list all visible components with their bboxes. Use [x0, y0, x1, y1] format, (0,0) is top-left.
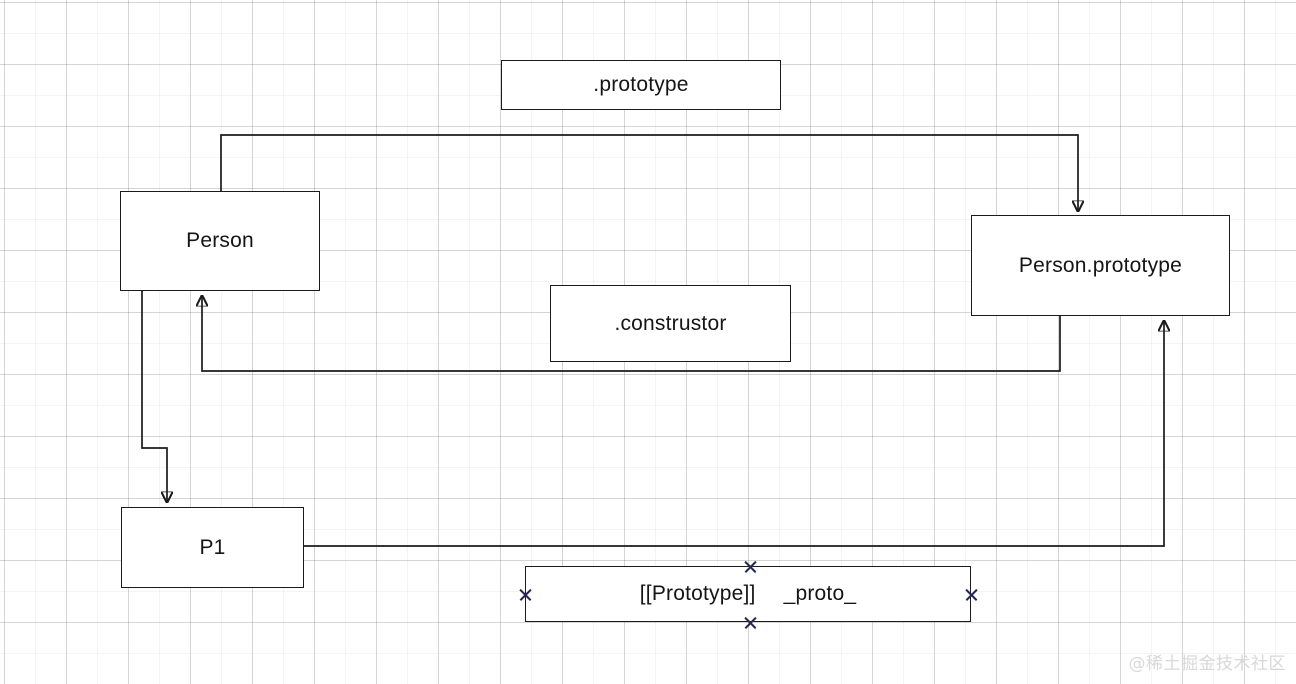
- edge-person-to-person-prototype[interactable]: [220, 134, 1078, 211]
- edge-person-prototype-to-person[interactable]: [202, 296, 1061, 372]
- node-prototype-reference[interactable]: [[Prototype]] _proto_: [525, 566, 971, 622]
- node-constructor-label[interactable]: .construstor: [550, 285, 791, 362]
- prototype-internal-slot-text: [[Prototype]]: [639, 582, 756, 605]
- node-prototype-label[interactable]: .prototype: [501, 60, 781, 110]
- proto-accessor-text: _proto_: [783, 582, 857, 605]
- node-prototype-reference-text: [[Prototype]] _proto_: [640, 582, 856, 606]
- connection-handle-right-icon[interactable]: [964, 587, 979, 602]
- connection-handle-top-icon[interactable]: [743, 559, 758, 574]
- node-prototype-label-text: .prototype: [593, 73, 689, 96]
- node-p1-text: P1: [199, 535, 226, 559]
- node-person[interactable]: Person: [120, 191, 320, 291]
- watermark: @稀土掘金技术社区: [1128, 654, 1286, 674]
- node-person-text: Person: [186, 229, 254, 252]
- edge-p1-to-person-prototype[interactable]: [304, 321, 1164, 547]
- node-constructor-label-text: .construstor: [614, 311, 727, 335]
- node-person-prototype[interactable]: Person.prototype: [971, 215, 1230, 316]
- connection-handle-left-icon[interactable]: [518, 587, 533, 602]
- node-p1[interactable]: P1: [121, 507, 304, 588]
- edge-person-to-p1[interactable]: [141, 291, 167, 502]
- node-person-prototype-text: Person.prototype: [1018, 253, 1183, 277]
- connection-handle-bottom-icon[interactable]: [743, 615, 758, 630]
